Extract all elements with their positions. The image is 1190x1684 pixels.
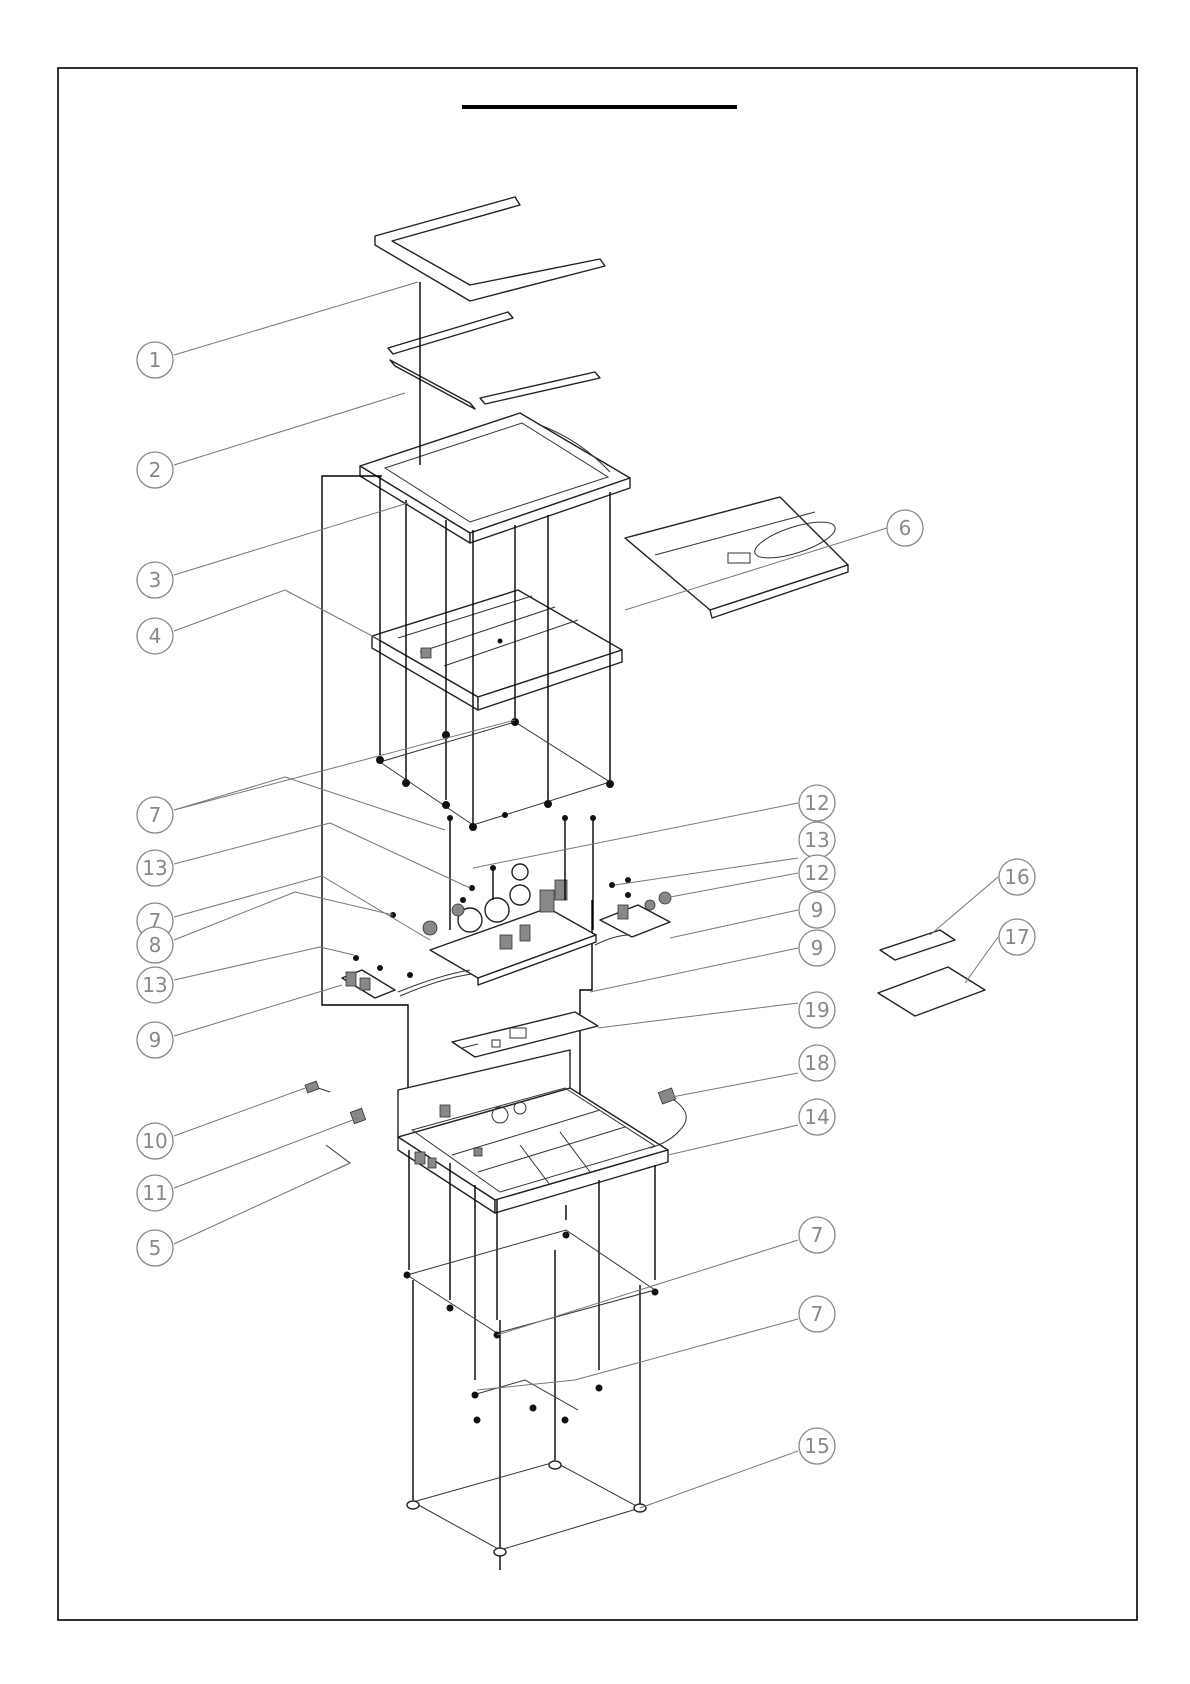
svg-text:7: 7 [149,803,162,827]
callout-7a: 7 [137,797,173,833]
callout-19: 19 [799,992,835,1028]
callout-2: 2 [137,452,173,488]
callout-13a: 13 [137,850,173,886]
svg-text:11: 11 [142,1181,167,1205]
svg-text:15: 15 [804,1434,829,1458]
part-base-tray [398,1050,668,1213]
svg-text:7: 7 [811,1302,824,1326]
callout-10: 10 [137,1123,173,1159]
callout-16: 16 [999,859,1035,895]
part-top-panel [360,413,630,543]
svg-text:14: 14 [804,1105,829,1129]
callout-12b: 12 [799,855,835,891]
svg-text:9: 9 [149,1028,162,1052]
svg-text:5: 5 [149,1236,162,1260]
svg-text:9: 9 [811,898,824,922]
svg-text:7: 7 [811,1223,824,1247]
svg-text:19: 19 [804,998,829,1022]
callout-9c: 9 [799,930,835,966]
part-main-pcb [390,812,596,985]
callout-13b: 13 [137,967,173,1003]
callout-18: 18 [799,1045,835,1081]
part-labels-16-17 [878,930,985,1016]
callout-7c: 7 [799,1217,835,1253]
callout-15: 15 [799,1428,835,1464]
svg-text:2: 2 [149,458,162,482]
screws-top [376,718,614,831]
callout-12a: 12 [799,785,835,821]
svg-text:3: 3 [149,568,162,592]
callout-1: 1 [137,342,173,378]
callout-7d: 7 [799,1296,835,1332]
callout-5: 5 [137,1230,173,1266]
svg-text:10: 10 [142,1129,167,1153]
callout-17: 17 [999,919,1035,955]
part-right-pcb [600,877,671,937]
part-top-frame [375,197,605,301]
callout-6: 6 [887,510,923,546]
svg-text:4: 4 [149,624,162,648]
svg-text:13: 13 [142,973,167,997]
svg-text:17: 17 [1004,925,1029,949]
svg-text:9: 9 [811,936,824,960]
svg-text:18: 18 [804,1051,829,1075]
callout-13c: 13 [799,822,835,858]
svg-text:13: 13 [142,856,167,880]
callout-3: 3 [137,562,173,598]
screw-plane-top [380,722,610,825]
callout-4: 4 [137,618,173,654]
svg-text:13: 13 [804,828,829,852]
svg-text:8: 8 [149,933,162,957]
screws-bottom [404,1232,659,1424]
part-connector [650,1088,686,1148]
svg-text:6: 6 [899,516,912,540]
assembly-axes-bottom [407,1150,655,1570]
svg-text:16: 16 [1004,865,1029,889]
callout-9a: 9 [137,1022,173,1058]
callout-8: 8 [137,927,173,963]
callout-14: 14 [799,1099,835,1135]
svg-text:12: 12 [804,861,829,885]
callout-11: 11 [137,1175,173,1211]
callout-9b: 9 [799,892,835,928]
svg-text:12: 12 [804,791,829,815]
part-chassis-bracket [372,590,622,710]
svg-text:1: 1 [149,348,162,372]
part-insulation-sheet [452,1012,598,1057]
